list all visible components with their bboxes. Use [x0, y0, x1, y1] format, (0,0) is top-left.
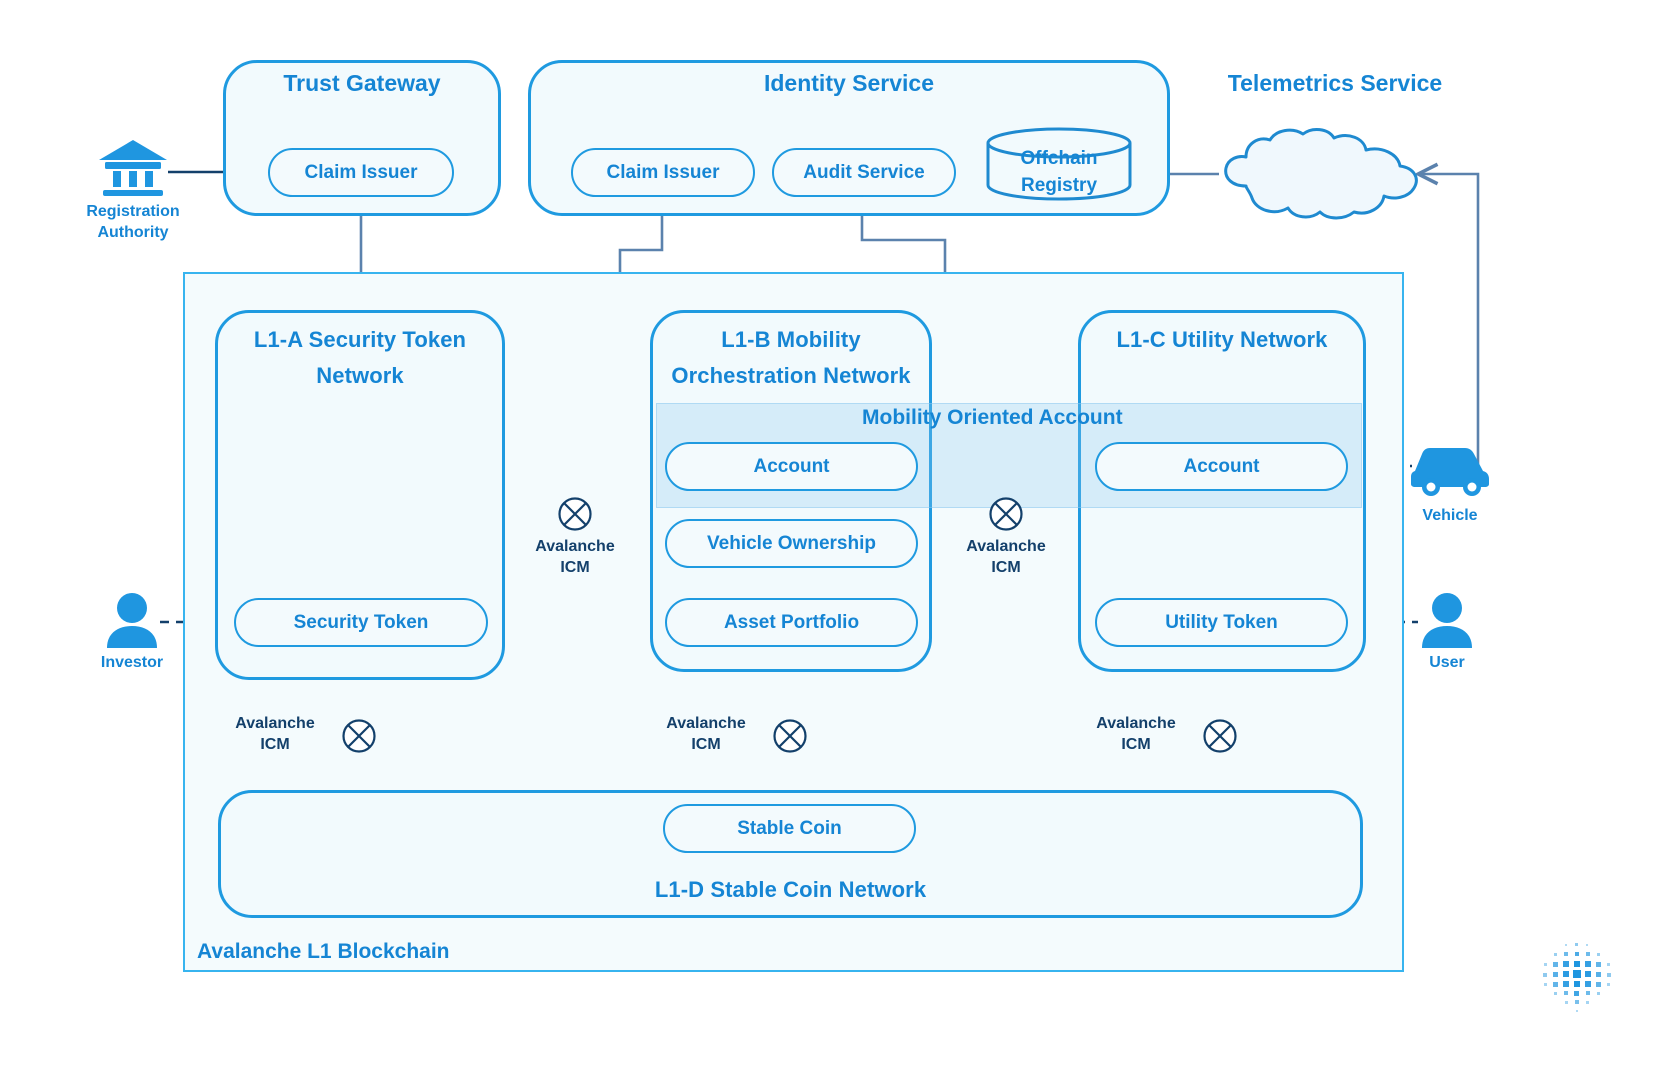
trust-gateway-claim-issuer[interactable]: Claim Issuer [268, 148, 454, 197]
icm-c-d-label: Avalanche ICM [1076, 713, 1196, 755]
database-cylinder-icon [986, 127, 1132, 201]
brand-logo [1535, 940, 1619, 1024]
offchain-registry-label-line2: Registry [1020, 175, 1098, 196]
identity-audit-service[interactable]: Audit Service [772, 148, 956, 197]
registration-authority-label: Registration Authority [53, 201, 213, 243]
icm-c-d-label-line1: Avalanche [1096, 715, 1176, 732]
l1-c-title-line1: L1-C Utility Network [1116, 327, 1328, 352]
avalanche-l1-blockchain-label: Avalanche L1 Blockchain [197, 940, 450, 963]
icm-c-d-label-line2: ICM [1121, 736, 1151, 753]
icm-a-b-label-line2: ICM [560, 559, 590, 576]
registration-authority-label-line1: Registration [86, 203, 180, 220]
icm-a-d-label: Avalanche ICM [215, 713, 335, 755]
offchain-registry[interactable] [985, 126, 1133, 202]
utility-token-node[interactable]: Utility Token [1095, 598, 1348, 647]
trust-gateway-title: Trust Gateway [283, 70, 441, 96]
l1b-account-node[interactable]: Account [665, 442, 918, 491]
icm-a-d-label-line1: Avalanche [235, 715, 315, 732]
registration-authority[interactable] [97, 138, 169, 198]
l1-d-network-title: L1-D Stable Coin Network [654, 877, 927, 902]
user[interactable] [1418, 592, 1476, 648]
identity-claim-issuer[interactable]: Claim Issuer [571, 148, 755, 197]
l1-b-title-line2: Orchestration Network [671, 363, 911, 388]
icm-cross-circle-icon [342, 719, 376, 753]
icm-cross-circle-icon [1203, 719, 1237, 753]
investor[interactable] [103, 592, 161, 648]
icm-a-b-label: Avalanche ICM [497, 536, 653, 578]
icm-b-d-label-line2: ICM [691, 736, 721, 753]
mobility-oriented-account-label: Mobility Oriented Account [862, 406, 1123, 429]
dot-matrix-logo-icon [1543, 943, 1611, 1012]
icm-b-c-label-line2: ICM [991, 559, 1021, 576]
icm-b-d-label-line1: Avalanche [666, 715, 746, 732]
telemetrics-service-title: Telemetrics Service [1227, 70, 1443, 96]
offchain-registry-label: Offchain Registry [985, 145, 1133, 199]
wire-vehicle-to-telemetrics [1420, 174, 1480, 470]
l1-a-network-title: L1-A Security Token Network [215, 322, 505, 394]
person-icon [107, 593, 157, 648]
user-label: User [1429, 654, 1465, 671]
l1c-account-node[interactable]: Account [1095, 442, 1348, 491]
icm-cross-circle-icon [989, 497, 1023, 531]
vehicle-label: Vehicle [1422, 507, 1478, 524]
vehicle-ownership-node[interactable]: Vehicle Ownership [665, 519, 918, 568]
security-token-node[interactable]: Security Token [234, 598, 488, 647]
l1-c-network-title: L1-C Utility Network [1078, 322, 1366, 358]
icm-cross-circle-icon [558, 497, 592, 531]
icm-b-d-label: Avalanche ICM [646, 713, 766, 755]
icm-b-c-label-line1: Avalanche [966, 538, 1046, 555]
asset-portfolio-node[interactable]: Asset Portfolio [665, 598, 918, 647]
car-icon [1411, 448, 1489, 496]
offchain-registry-label-line1: Offchain [1020, 148, 1098, 169]
icm-connector-a-d[interactable] [341, 718, 377, 754]
telemetrics-cloud[interactable] [1216, 126, 1424, 222]
icm-connector-c-d[interactable] [1202, 718, 1238, 754]
l1-b-title-line1: L1-B Mobility [721, 327, 861, 352]
l1-a-title-line1: L1-A Security Token [253, 327, 467, 352]
icm-b-c-label: Avalanche ICM [928, 536, 1084, 578]
bank-icon [99, 140, 167, 196]
icm-a-d-label-line2: ICM [260, 736, 290, 753]
registration-authority-label-line2: Authority [97, 224, 169, 241]
stable-coin-node[interactable]: Stable Coin [663, 804, 916, 853]
identity-service-title: Identity Service [763, 70, 935, 96]
icm-connector-a-b[interactable] [557, 496, 593, 532]
icm-cross-circle-icon [773, 719, 807, 753]
l1-a-title-line2: Network [316, 363, 404, 388]
icm-connector-b-c[interactable] [988, 496, 1024, 532]
icm-connector-b-d[interactable] [772, 718, 808, 754]
person-icon [1422, 593, 1472, 648]
cloud-icon [1224, 128, 1418, 220]
investor-label: Investor [100, 654, 164, 671]
icm-a-b-label-line1: Avalanche [535, 538, 615, 555]
vehicle[interactable] [1409, 441, 1491, 497]
l1-b-network-title: L1-B Mobility Orchestration Network [640, 322, 942, 394]
